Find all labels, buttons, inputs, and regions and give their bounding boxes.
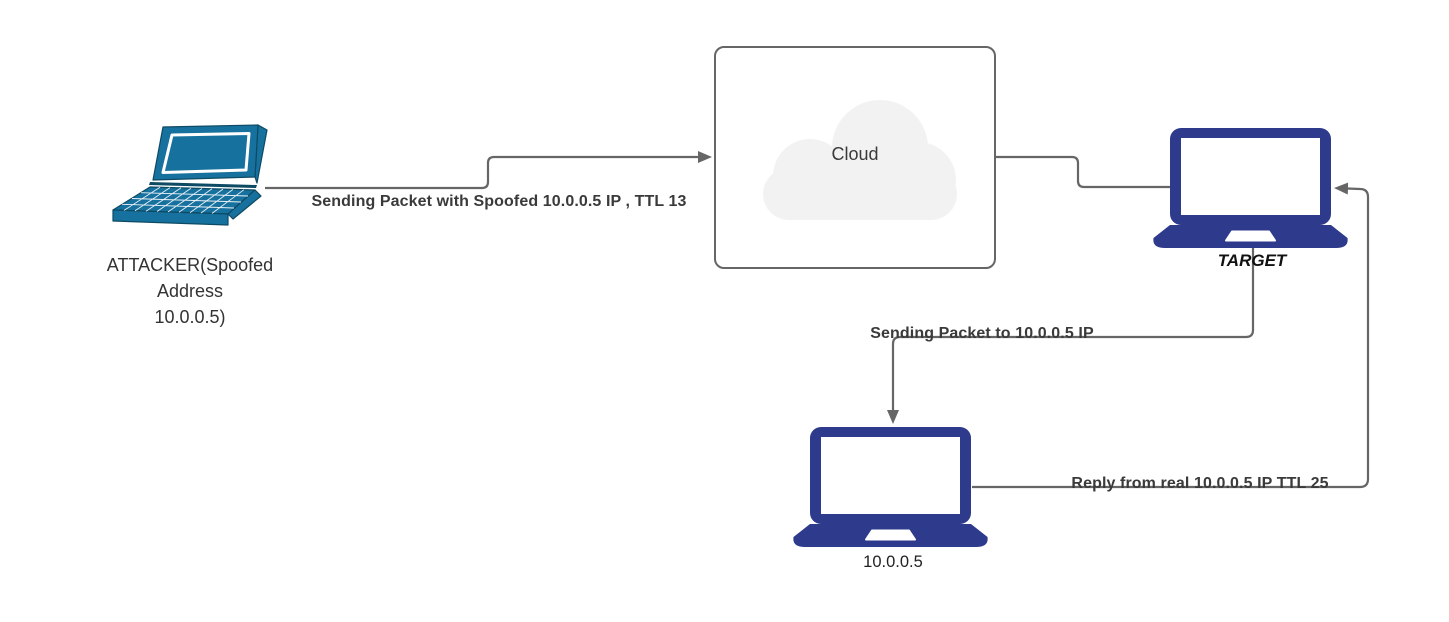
cloud-label: Cloud [831,144,879,164]
edge-label-forward-packet: Sending Packet to 10.0.0.5 IP [870,325,1094,342]
attacker-laptop-icon [112,124,268,226]
target-label: TARGET [1217,251,1287,270]
host-laptop-icon [792,426,989,548]
attacker-label-line2: Address [156,281,224,301]
edge-label-spoofed-packet: Sending Packet with Spoofed 10.0.0.5 IP … [311,193,687,210]
attacker-label: ATTACKER(Spoofed Address 10.0.0.5) [107,252,273,330]
edge-target-to-host [887,235,1255,424]
cloud-icon [763,100,957,220]
edge-cloud-to-target [996,155,1170,189]
edge-label-reply-packet: Reply from real 10.0.0.5 IP TTL 25 [1071,475,1329,492]
edge-attacker-to-cloud [265,151,712,190]
target-laptop-icon [1152,127,1349,249]
edge-host-to-target [972,182,1370,489]
connectors [265,151,1370,489]
attacker-label-line3: 10.0.0.5) [154,307,226,327]
attacker-label-line1: ATTACKER(Spoofed [106,255,274,275]
host-label: 10.0.0.5 [863,553,923,571]
